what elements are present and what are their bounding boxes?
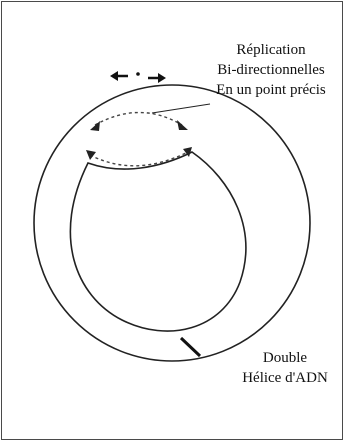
replication-label-line-2: Bi-directionnelles: [204, 60, 338, 80]
left-arrow-icon: [110, 71, 118, 81]
lower-dashed-strand: [90, 152, 188, 166]
dna-pointer-line: [181, 338, 200, 356]
upper-left-arrowhead: [90, 121, 100, 131]
dna-label-line-2: Hélice d'ADN: [230, 368, 340, 388]
replication-label-line-3: En un point précis: [204, 80, 338, 100]
right-arrow-icon: [158, 73, 166, 83]
replication-leader-line: [152, 104, 210, 113]
origin-dot: [136, 72, 140, 76]
dna-label-line-1: Double: [230, 348, 340, 368]
replication-label: Réplication Bi-directionnelles En un poi…: [204, 40, 338, 100]
inner-strand-loop: [70, 152, 245, 331]
dna-label: Double Hélice d'ADN: [230, 348, 340, 388]
lower-left-arrowhead: [86, 150, 96, 160]
upper-dashed-strand: [95, 113, 182, 126]
outer-strand-circle: [34, 85, 310, 361]
upper-right-arrowhead: [177, 120, 188, 130]
replication-label-line-1: Réplication: [204, 40, 338, 60]
